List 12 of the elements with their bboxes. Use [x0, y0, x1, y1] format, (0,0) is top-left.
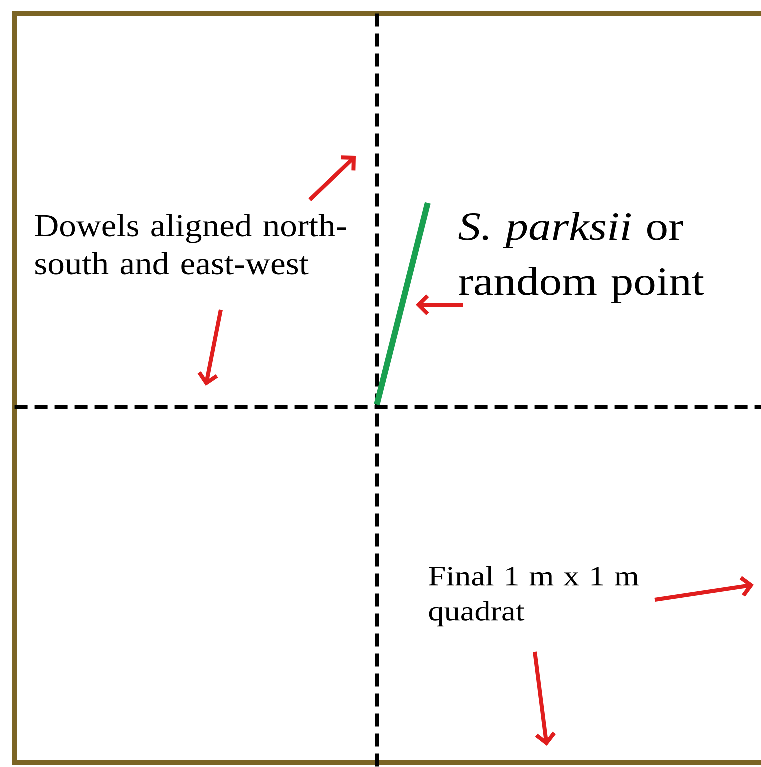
leader-arrow — [198, 310, 223, 386]
marker-line — [374, 202, 431, 406]
leader-arrow — [416, 294, 463, 316]
leader-arrow — [533, 652, 556, 746]
leader-arrow — [308, 156, 356, 202]
dowel-line — [375, 14, 379, 767]
quadrat-frame — [12, 12, 761, 766]
annotation-text: Final 1 m x 1 m quadrat — [429, 566, 639, 627]
annotation-text: Dowels aligned north-south and east-west — [35, 214, 346, 275]
leader-arrow — [654, 576, 754, 602]
dowel-line — [14, 405, 761, 409]
annotation-text: S. parksii or random point — [458, 212, 704, 304]
